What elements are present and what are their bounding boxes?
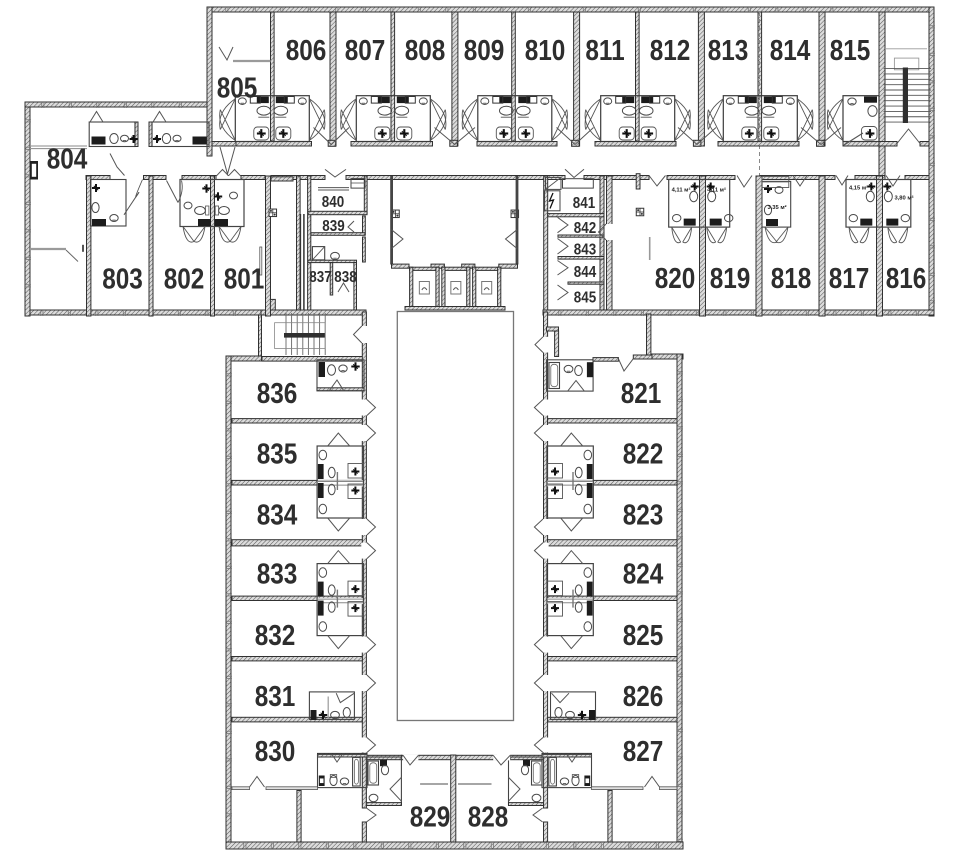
svg-text:814: 814: [770, 34, 811, 66]
svg-text:805: 805: [217, 71, 258, 103]
svg-text:827: 827: [623, 735, 664, 767]
svg-text:830: 830: [255, 735, 296, 767]
svg-text:819: 819: [710, 262, 751, 294]
svg-text:839: 839: [322, 218, 344, 235]
svg-text:802: 802: [164, 262, 205, 294]
svg-text:844: 844: [574, 264, 597, 281]
svg-text:808: 808: [405, 34, 446, 66]
svg-text:833: 833: [257, 557, 298, 589]
svg-text:837: 837: [309, 269, 331, 286]
svg-text:836: 836: [257, 377, 298, 409]
svg-text:826: 826: [623, 680, 664, 712]
svg-text:817: 817: [829, 262, 870, 294]
svg-text:834: 834: [257, 498, 298, 530]
svg-text:829: 829: [410, 800, 451, 832]
svg-text:813: 813: [708, 34, 749, 66]
svg-text:807: 807: [345, 34, 386, 66]
svg-text:838: 838: [334, 269, 356, 286]
svg-text:845: 845: [574, 289, 596, 306]
svg-text:825: 825: [623, 619, 664, 651]
svg-text:803: 803: [102, 262, 143, 294]
svg-text:801: 801: [224, 262, 265, 294]
svg-text:811: 811: [585, 34, 624, 66]
svg-text:832: 832: [255, 619, 296, 651]
svg-text:824: 824: [623, 557, 664, 589]
svg-text:821: 821: [621, 377, 662, 409]
svg-text:4,11 м²: 4,11 м²: [707, 187, 726, 194]
svg-text:840: 840: [322, 194, 344, 211]
svg-text:841: 841: [573, 195, 595, 212]
svg-text:823: 823: [623, 498, 664, 530]
svg-text:809: 809: [464, 34, 505, 66]
svg-text:842: 842: [574, 220, 596, 237]
svg-text:3,80 м²: 3,80 м²: [894, 195, 913, 202]
svg-text:806: 806: [286, 34, 327, 66]
svg-text:804: 804: [47, 142, 88, 174]
svg-text:835: 835: [257, 437, 298, 469]
svg-text:812: 812: [650, 34, 691, 66]
svg-text:815: 815: [830, 34, 871, 66]
svg-text:4,11 м²: 4,11 м²: [672, 187, 691, 194]
svg-text:820: 820: [655, 262, 696, 294]
svg-text:810: 810: [525, 34, 566, 66]
svg-text:822: 822: [623, 437, 664, 469]
svg-text:3,35 м²: 3,35 м²: [767, 204, 786, 211]
svg-text:843: 843: [574, 241, 596, 258]
svg-text:4,15 м²: 4,15 м²: [849, 185, 868, 192]
svg-text:828: 828: [468, 800, 509, 832]
svg-text:816: 816: [886, 262, 927, 294]
svg-text:831: 831: [255, 680, 296, 712]
svg-text:818: 818: [771, 262, 812, 294]
